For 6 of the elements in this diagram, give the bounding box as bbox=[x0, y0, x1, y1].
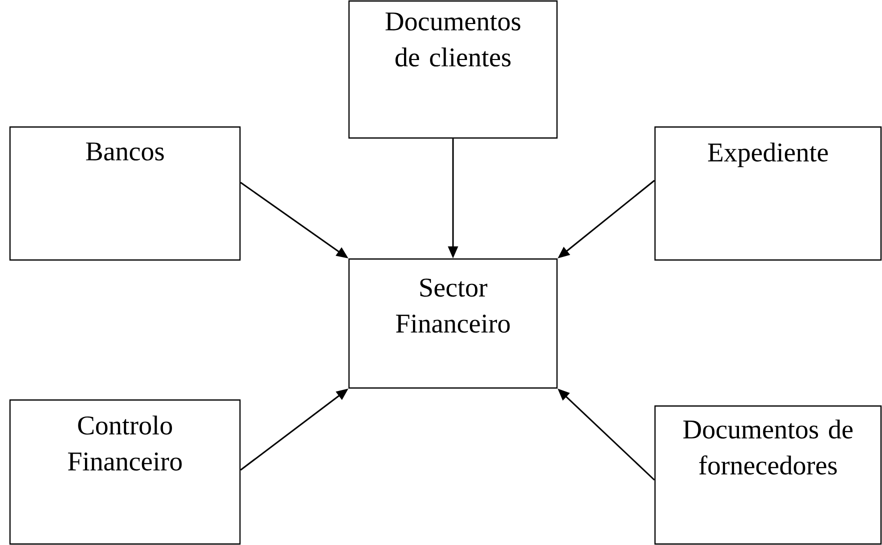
box: Controlo Financeiro bbox=[9, 399, 241, 545]
box: Bancos bbox=[9, 126, 241, 261]
box: Sector Financeiro bbox=[348, 258, 558, 389]
box: Expediente bbox=[654, 126, 882, 261]
box: Documentos de clientes bbox=[348, 0, 558, 139]
box: Documentos de fornecedores bbox=[654, 405, 882, 545]
